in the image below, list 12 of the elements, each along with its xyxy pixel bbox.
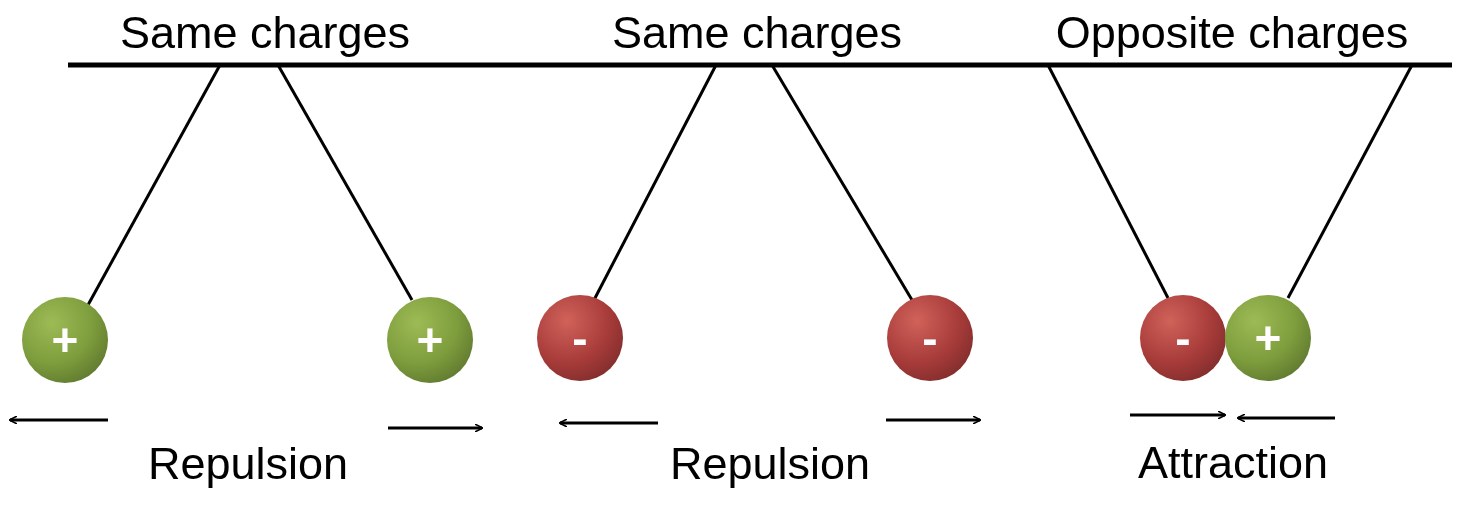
charge-sign: + (416, 317, 444, 363)
heading: Same charges (119, 9, 411, 55)
charge-sign: + (51, 317, 79, 363)
force-label: Repulsion (147, 440, 349, 486)
charge-sign: + (1254, 315, 1282, 361)
heading: Same charges (611, 9, 903, 55)
force-label: Repulsion (669, 440, 871, 486)
charge-sign: - (572, 315, 588, 361)
heading: Opposite charges (1055, 9, 1409, 55)
charge-sign: - (1175, 315, 1191, 361)
force-label: Attraction (1137, 439, 1329, 485)
charge-sign: - (922, 315, 938, 361)
